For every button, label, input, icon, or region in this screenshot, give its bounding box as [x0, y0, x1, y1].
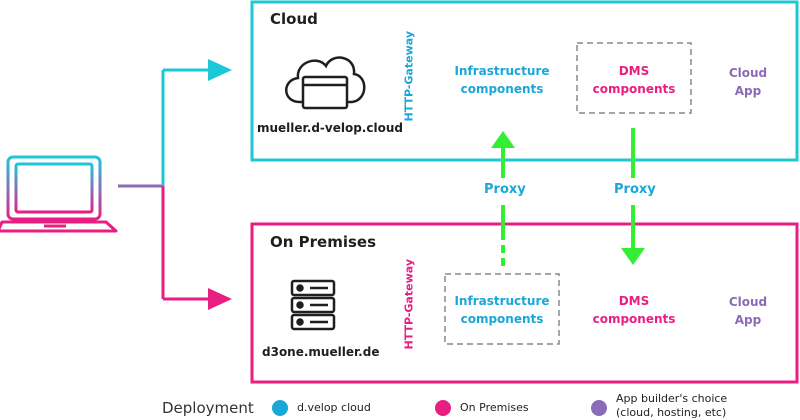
premises-host-label: d3one.mueller.de: [262, 345, 380, 359]
legend-dot-cloud: [272, 400, 288, 416]
proxy-arrow-down: [621, 128, 645, 265]
premises-dms-line2: components: [592, 312, 676, 326]
client-connector: [118, 59, 232, 310]
cloud-host-label: mueller.d-velop.cloud: [257, 121, 403, 135]
legend-title: Deployment: [162, 399, 254, 417]
cloud-app-label: Cloud App: [718, 64, 778, 100]
cloud-infrastructure-components: Infrastructure components: [452, 62, 552, 98]
cloud-infra-line1: Infrastructure: [454, 64, 550, 78]
premises-title: On Premises: [270, 233, 377, 251]
legend-app-builder-line1: App builder's choice: [616, 392, 728, 405]
arrow-to-cloud: [208, 59, 232, 81]
premises-infra-dashed-box: [444, 273, 560, 345]
proxy-arrow-up: [491, 131, 515, 266]
legend-dot-app-builder: [591, 400, 607, 416]
cloud-http-gateway: HTTP-Gateway: [402, 31, 416, 122]
server-rack-icon: [290, 279, 336, 331]
premises-app-label: Cloud App: [718, 293, 778, 329]
legend-label-app-builder: App builder's choice (cloud, hosting, et…: [616, 392, 727, 420]
cloud-app-line2: App: [734, 84, 762, 98]
proxy-label-right: Proxy: [614, 182, 656, 197]
cloud-dms-line1: DMS: [618, 64, 650, 78]
cloud-infra-line2: components: [460, 82, 544, 96]
arrow-to-premises: [208, 288, 232, 310]
cloud-dms-dashed-box: [576, 42, 692, 114]
premises-infra-line1: Infrastructure: [454, 294, 550, 308]
premises-http-gateway: HTTP-Gateway: [402, 259, 416, 350]
proxy-label-left: Proxy: [484, 182, 526, 197]
legend-app-builder-line2: (cloud, hosting, etc): [616, 406, 727, 419]
legend-label-cloud: d.velop cloud: [297, 401, 371, 414]
premises-dms-components: DMS components: [584, 292, 684, 328]
premises-app-line1: Cloud: [728, 295, 768, 309]
laptop-icon: [0, 155, 118, 233]
cloud-dms-components: DMS components: [584, 62, 684, 98]
premises-infra-line2: components: [460, 312, 544, 326]
legend-dot-premises: [435, 400, 451, 416]
premises-box: [250, 222, 799, 384]
premises-app-line2: App: [734, 313, 762, 327]
legend-label-premises: On Premises: [460, 401, 529, 414]
cloud-dms-line2: components: [592, 82, 676, 96]
premises-dms-line1: DMS: [618, 294, 650, 308]
cloud-app-line1: Cloud: [728, 66, 768, 80]
premises-infrastructure-components: Infrastructure components: [452, 292, 552, 328]
cloud-title: Cloud: [270, 10, 318, 28]
cloud-browser-icon: [285, 56, 366, 110]
